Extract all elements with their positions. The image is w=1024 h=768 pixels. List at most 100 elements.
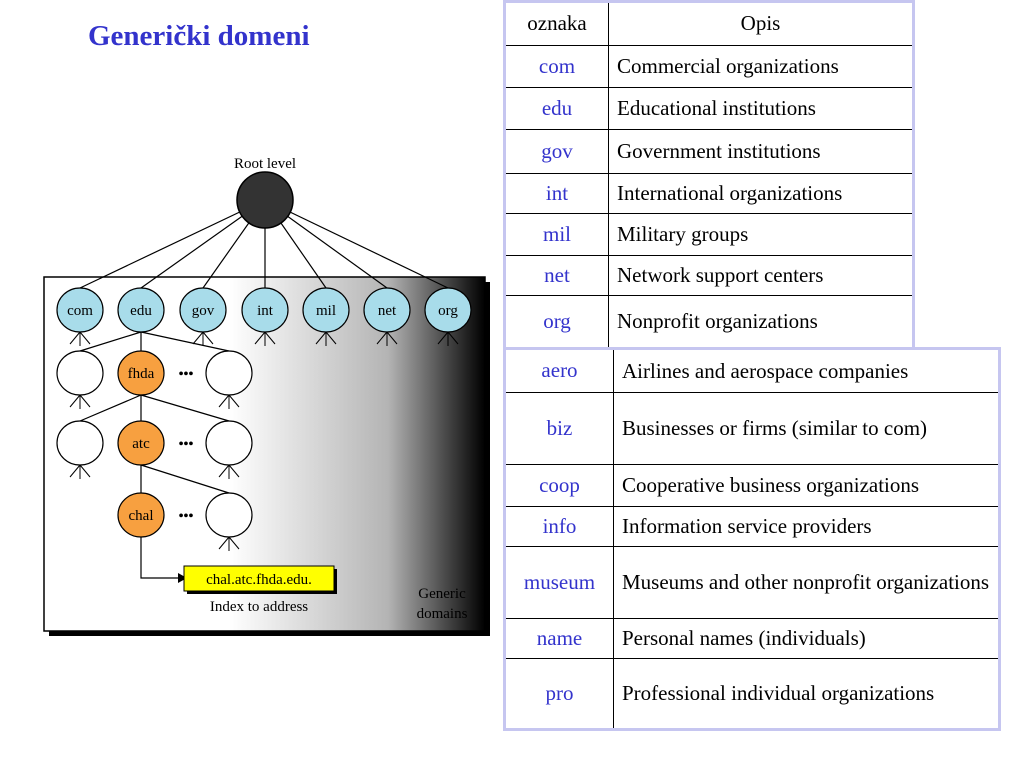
table-row: gov Government institutions (506, 128, 912, 173)
tld-label-int: int (257, 303, 274, 319)
tld-node-org (424, 287, 472, 333)
tree-link-line (79, 331, 142, 352)
domain-desc: Information service providers (613, 505, 998, 546)
ellipsis-dots: ••• (179, 367, 194, 382)
tld-leaf-lines (202, 331, 214, 345)
leaf-lines (228, 464, 240, 478)
path-node-chal (117, 492, 165, 538)
domain-desc: Government institutions (608, 128, 912, 173)
leaf-lines (228, 394, 240, 408)
tld-leaf-lines (69, 331, 81, 345)
tld-label-gov: gov (192, 303, 215, 319)
domain-desc: Cooperative business organizations (613, 463, 998, 506)
empty-node (56, 350, 104, 396)
domain-desc: Educational institutions (608, 86, 912, 129)
domain-code: biz (506, 391, 614, 464)
root-link-line (264, 199, 449, 289)
tld-node-mil (302, 287, 350, 333)
domain-desc: International organizations (608, 172, 912, 213)
table-row: pro Professional individual organization… (506, 657, 998, 728)
table-row: aero Airlines and aerospace companies (506, 350, 998, 392)
ellipsis-dots: ••• (179, 509, 194, 524)
empty-node (205, 420, 253, 466)
tld-leaf-lines (79, 331, 91, 345)
tld-leaf-lines (254, 331, 266, 345)
main-domains-table: oznaka Opis com Commercial organizations… (503, 0, 915, 350)
tld-label-mil: mil (316, 303, 336, 319)
domain-code: net (506, 254, 609, 295)
domain-code: int (506, 172, 609, 213)
arrow-head (178, 573, 187, 583)
empty-node (205, 350, 253, 396)
table-row: net Network support centers (506, 254, 912, 295)
tld-node-int (241, 287, 289, 333)
leaf-lines (79, 394, 91, 408)
path-node-fhda (117, 350, 165, 396)
tld-leaf-lines (264, 331, 276, 345)
domain-code: aero (506, 350, 614, 392)
domain-tree-diagram: Root level com edu gov int mil net org fhda •••… (43, 156, 490, 636)
leaf-lines (79, 464, 91, 478)
tld-leaf-lines (325, 331, 337, 345)
slide-title: Generički domeni (88, 20, 310, 52)
tld-label-edu: edu (130, 303, 152, 319)
tree-link-line (140, 331, 230, 352)
sub-nodes: fhda•••atc•••chal••• (56, 350, 253, 551)
tree-link-line (140, 464, 230, 494)
header-code: oznaka (506, 3, 609, 45)
header-desc: Opis (740, 11, 781, 36)
domain-desc: Personal names (individuals) (613, 617, 998, 658)
leaf-lines (69, 464, 81, 478)
tld-leaf-lines (437, 331, 449, 345)
domain-desc: Military groups (608, 212, 912, 255)
path-label-fhda: fhda (128, 366, 155, 382)
root-level-label: Root level (234, 156, 296, 172)
domain-desc: Businesses or firms (similar to com) (613, 391, 998, 464)
leaf-lines (69, 394, 81, 408)
domain-desc: Professional individual organizations (613, 657, 998, 728)
tree-link-line (140, 394, 230, 422)
path-label-atc: atc (132, 436, 150, 452)
tld-nodes: com edu gov int mil net org (56, 287, 472, 346)
address-text: chal.atc.fhda.edu. (206, 572, 312, 588)
tld-leaf-lines (315, 331, 327, 345)
tld-label-org: org (438, 303, 458, 319)
domain-desc: Nonprofit organizations (608, 294, 912, 347)
tld-label-net: net (378, 303, 397, 319)
table-header-row: oznaka Opis (506, 3, 912, 45)
domain-desc: Commercial organizations (608, 44, 912, 87)
path-label-chal: chal (129, 508, 154, 524)
table-row: org Nonprofit organizations (506, 294, 912, 347)
tld-node-edu (117, 287, 165, 333)
tld-leaf-lines (192, 331, 204, 345)
generic-label-line2: domains (417, 606, 468, 622)
domain-code: mil (506, 212, 609, 255)
tld-node-net (363, 287, 411, 333)
table-row: biz Businesses or firms (similar to com) (506, 391, 998, 464)
domain-code: edu (506, 86, 609, 129)
domain-code: name (506, 617, 614, 658)
domain-code: museum (506, 545, 614, 618)
domain-desc: Network support centers (608, 254, 912, 295)
tld-label-com: com (67, 303, 93, 319)
domain-desc: Airlines and aerospace companies (622, 358, 909, 383)
address-link-line (140, 537, 180, 579)
empty-node (56, 420, 104, 466)
root-node (236, 171, 294, 229)
domain-desc: Museums and other nonprofit organization… (613, 545, 998, 618)
domain-code: com (506, 44, 609, 87)
address-box (183, 565, 335, 592)
tree-link-line (79, 394, 142, 422)
table-row: int International organizations (506, 172, 912, 213)
domain-code: coop (506, 463, 614, 506)
tld-leaf-lines (386, 331, 398, 345)
domain-code: info (506, 505, 614, 546)
domain-code: pro (506, 657, 614, 728)
table-row: mil Military groups (506, 212, 912, 255)
table-row: name Personal names (individuals) (506, 617, 998, 658)
tld-node-com (56, 287, 104, 333)
tld-leaf-lines (376, 331, 388, 345)
table-row: coop Cooperative business organizations (506, 463, 998, 506)
tld-leaf-lines (447, 331, 459, 345)
path-node-atc (117, 420, 165, 466)
